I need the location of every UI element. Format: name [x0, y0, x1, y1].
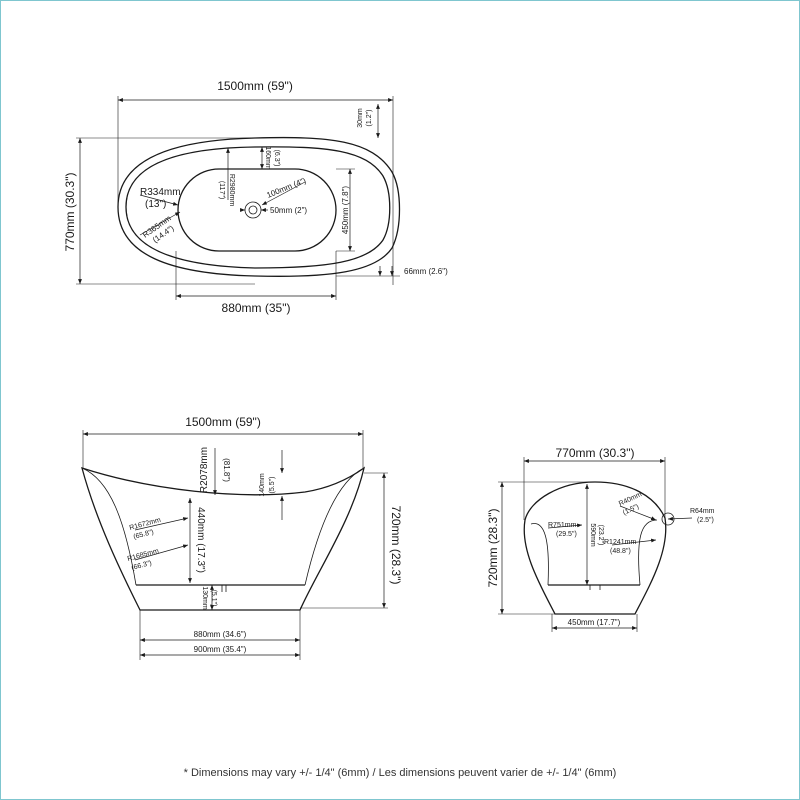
end-inner-height-in: (23.2"): [597, 525, 604, 546]
side-view: 1500mm (59") 720mm (28.3") R2078mm (81.8…: [81, 415, 403, 660]
end-radius-inner-mm: R751mm: [548, 522, 577, 529]
gap-in: (6.3"): [273, 150, 280, 167]
top-view-inner-rim: [125, 146, 391, 269]
rim-offset-label: 66mm (2.6"): [404, 267, 448, 276]
top-bottom-length-label: 880mm (35"): [222, 301, 291, 315]
end-radius-side-in: (48.8"): [610, 548, 631, 555]
end-radius-lip-mm: R40mm: [618, 491, 643, 508]
footer-note: * Dimensions may vary +/- 1/4" (6mm) / L…: [184, 767, 617, 779]
end-inner-height-mm: 590mm: [589, 523, 596, 547]
end-height-label: 720mm (28.3"): [486, 509, 500, 588]
rim-top-mm: 30mm: [357, 108, 364, 128]
end-view-inner-line: [530, 519, 658, 586]
rim-top-in: (1.2"): [366, 110, 373, 127]
gap-mm: 160mm: [264, 146, 271, 170]
end-view-outline: [523, 481, 667, 615]
end-view: 770mm (30.3") 720mm (28.3") 450mm (17.7"…: [486, 446, 715, 632]
drain-outer-icon: [244, 201, 262, 219]
rim-dip-in: (5.5"): [269, 477, 276, 494]
top-width-label: 770mm (30.3"): [63, 173, 77, 252]
drain-inner-icon: [248, 205, 258, 215]
rim-radius-mm: R2078mm: [199, 447, 210, 493]
radius-b-mm: R1685mm: [127, 548, 160, 563]
inner-width-label: 450mm (7.8"): [341, 186, 350, 235]
rim-dip-mm: 140mm: [259, 473, 266, 497]
base-height-in: (5.1"): [210, 590, 217, 607]
side-length-label: 1500mm (59"): [185, 415, 261, 429]
side-view-inner-line: [81, 467, 365, 586]
drain-offset-label: 100mm (4"): [265, 176, 307, 200]
inner-depth-label: 440mm (17.3"): [195, 507, 206, 573]
top-view-floor: [177, 168, 337, 252]
end-radius-inner-in: (29.5"): [556, 531, 577, 538]
radius-outer-in: (13"): [145, 199, 166, 210]
side-height-label: 720mm (28.3"): [389, 506, 403, 585]
end-radius-side-mm: R1241mm: [604, 539, 636, 546]
radius-floor-mm: R2980mm: [228, 174, 235, 206]
bottom-inner-label: 880mm (34.6"): [194, 630, 247, 639]
radius-a-in: (65.8"): [133, 529, 155, 541]
top-view: 1500mm (59") 770mm (30.3") 880mm (35") 6…: [63, 79, 448, 315]
end-width-label: 770mm (30.3"): [556, 446, 635, 460]
side-view-outline: [81, 466, 366, 611]
end-lip-circle-icon: [661, 512, 675, 526]
top-view-outer-rim: [117, 136, 401, 277]
end-radius-top-in: (2.5"): [697, 517, 714, 524]
radius-b-in: (66.3"): [131, 560, 153, 572]
base-height-mm: 130mm: [201, 586, 208, 610]
rim-radius-in: (81.8"): [222, 458, 231, 482]
drain-size-label: 50mm (2"): [270, 206, 307, 215]
end-radius-top-mm: R64mm: [690, 508, 715, 515]
radius-floor-in: (117"): [218, 181, 225, 199]
radius-outer-mm: R334mm: [140, 187, 181, 198]
top-length-label: 1500mm (59"): [217, 79, 293, 93]
bottom-outer-label: 900mm (35.4"): [194, 645, 247, 654]
end-base-label: 450mm (17.7"): [568, 618, 621, 627]
radius-a-mm: R1672mm: [129, 517, 162, 532]
